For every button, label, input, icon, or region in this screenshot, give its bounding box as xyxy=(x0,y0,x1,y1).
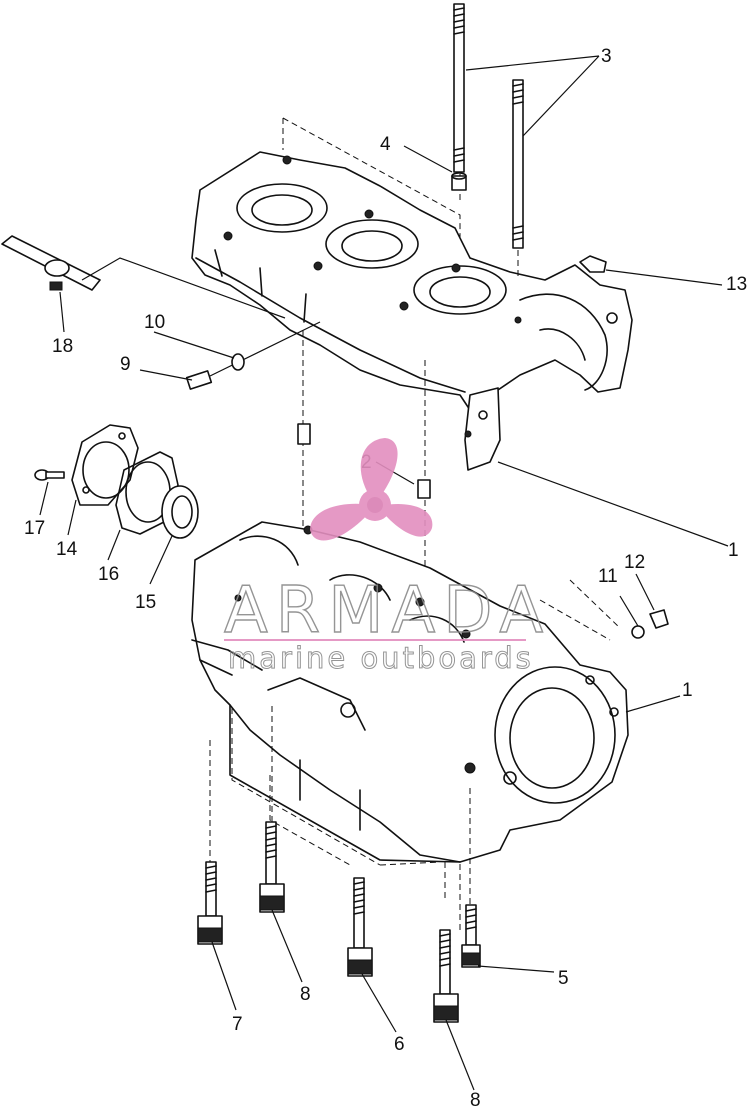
screw-17 xyxy=(34,469,65,481)
washer-11 xyxy=(631,625,645,639)
dowel-pins xyxy=(297,423,431,499)
hose-assembly xyxy=(1,235,286,319)
callout-13: 13 xyxy=(726,274,747,295)
callout-3: 3 xyxy=(601,46,612,67)
callout-9: 9 xyxy=(120,354,131,375)
propeller-logo xyxy=(310,438,433,541)
seal-retainer-14 xyxy=(71,424,139,506)
bolt-8-left xyxy=(259,821,285,913)
callout-5: 5 xyxy=(558,968,569,989)
sleeve xyxy=(451,172,467,191)
stud-5 xyxy=(461,904,481,968)
long-studs xyxy=(453,3,524,249)
bolt-8-right xyxy=(433,929,459,1023)
oil-seal-15 xyxy=(161,485,199,539)
callout-4: 4 xyxy=(380,134,391,155)
bolt-6 xyxy=(347,877,373,977)
nut-12 xyxy=(649,609,669,629)
watermark-tagline: marine outboards xyxy=(228,641,534,675)
callout-15: 15 xyxy=(135,592,156,613)
fitting-9 xyxy=(185,321,321,390)
upper-crankcase xyxy=(191,117,633,471)
callout-6: 6 xyxy=(394,1034,405,1055)
callout-10: 10 xyxy=(144,312,165,333)
callout-17: 17 xyxy=(24,518,45,539)
callout-8-left: 8 xyxy=(300,984,311,1005)
alignment-lines-bolts xyxy=(209,579,621,930)
callout-14: 14 xyxy=(56,539,78,560)
callout-8-right: 8 xyxy=(470,1090,481,1106)
callout-18: 18 xyxy=(52,336,73,357)
callout-11: 11 xyxy=(598,566,618,587)
callout-1-upper: 1 xyxy=(728,540,739,561)
callout-12: 12 xyxy=(624,552,645,573)
callout-1-lower: 1 xyxy=(682,680,693,701)
watermark-brand: ARMADA xyxy=(224,574,551,648)
callout-16: 16 xyxy=(98,564,119,585)
lower-crankcase xyxy=(191,521,629,863)
armada-watermark: ARMADA marine outboards xyxy=(223,438,551,676)
callout-7: 7 xyxy=(232,1014,243,1035)
washer-10 xyxy=(231,353,245,371)
bolt-7 xyxy=(197,861,223,945)
bracket-13 xyxy=(579,255,607,273)
alignment-lines-lower xyxy=(231,708,446,900)
